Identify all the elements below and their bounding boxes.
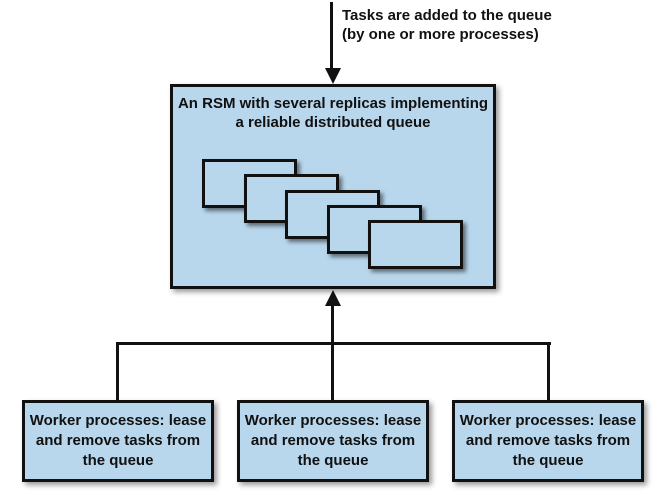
up-arrowhead-icon (325, 290, 341, 306)
connector-rail (116, 342, 551, 345)
center-connector-line (331, 306, 334, 400)
replica-box (368, 220, 463, 269)
down-arrowhead-icon (325, 68, 341, 84)
worker-box-middle: Worker processes: lease and remove tasks… (237, 400, 429, 482)
rsm-box: An RSM with several replicas implementin… (170, 84, 496, 289)
worker-box-left: Worker processes: lease and remove tasks… (22, 400, 214, 482)
worker-box-right: Worker processes: lease and remove tasks… (452, 400, 644, 482)
right-drop-line (547, 342, 550, 400)
rsm-box-title: An RSM with several replicas implementin… (177, 95, 489, 131)
top-arrow-line (330, 2, 333, 70)
left-drop-line (116, 342, 119, 400)
replica-stack (173, 87, 493, 286)
top-label: Tasks are added to the queue (by one or … (342, 7, 552, 43)
